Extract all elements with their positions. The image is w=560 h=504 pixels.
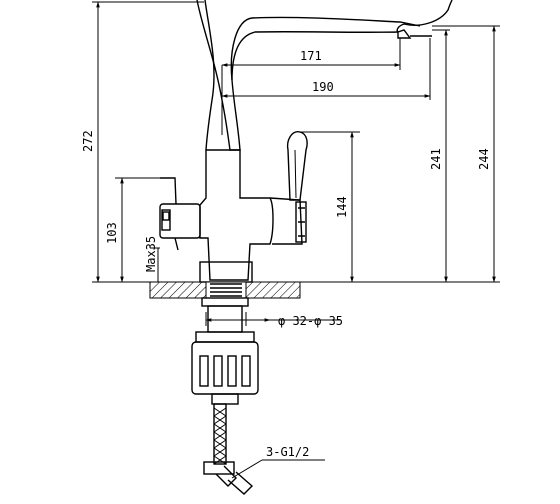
dim-max35: Max35 <box>144 236 158 272</box>
dim-hole-diameter: φ 32-φ 35 <box>278 314 343 328</box>
dimensions <box>92 1 500 479</box>
dim-241: 241 <box>429 148 443 170</box>
dim-144: 144 <box>335 196 349 218</box>
dim-171: 171 <box>300 49 322 63</box>
countertop <box>149 281 301 299</box>
dim-272: 272 <box>81 130 95 152</box>
under-counter-fixing <box>191 297 259 405</box>
dim-thread: 3-G1/2 <box>266 445 309 459</box>
dim-190: 190 <box>312 80 334 94</box>
dim-103: 103 <box>105 222 119 244</box>
dim-244: 244 <box>477 148 491 170</box>
faucet-outline <box>159 0 453 283</box>
braided-hose <box>203 403 254 495</box>
